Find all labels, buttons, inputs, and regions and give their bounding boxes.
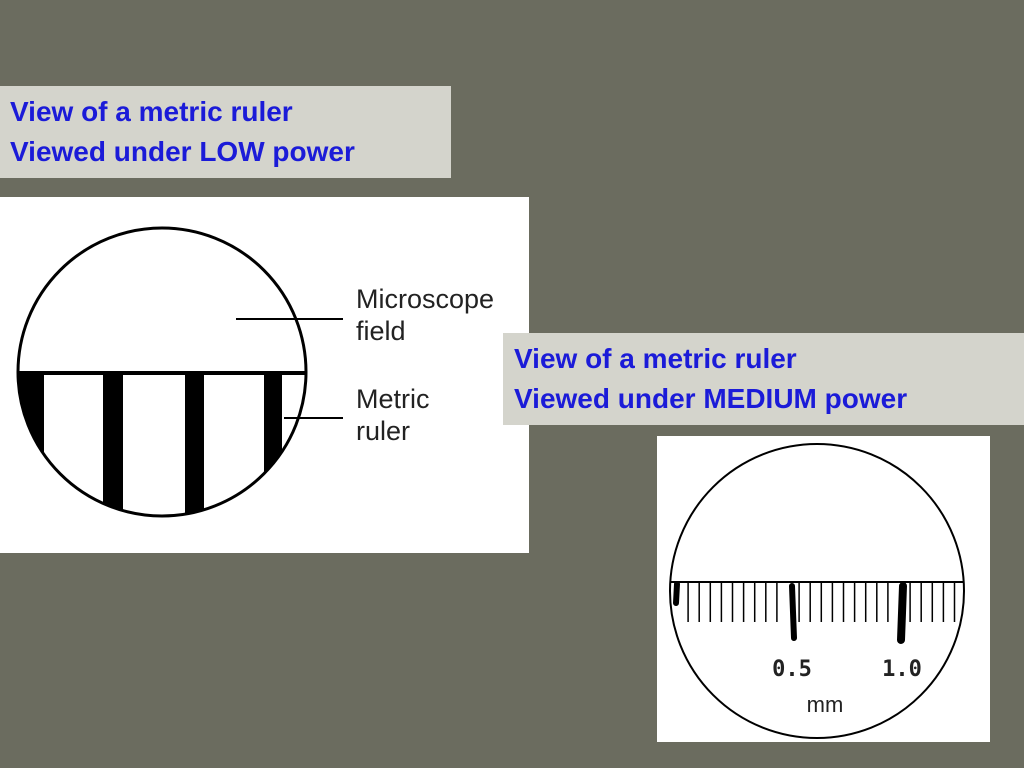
low-power-diagram: Microscope field Metric ruler xyxy=(0,197,529,553)
medium-power-svg: 0.5 1.0 mm xyxy=(669,443,965,739)
medium-power-diagram: 0.5 1.0 mm xyxy=(657,436,990,742)
minor-ticks xyxy=(687,582,956,622)
tick-label-half: 0.5 xyxy=(772,657,812,682)
ruler-mark xyxy=(103,372,123,516)
low-power-svg: Microscope field Metric ruler xyxy=(16,226,494,518)
caption-low-line2: Viewed under LOW power xyxy=(10,136,355,167)
label-metric: Metric xyxy=(356,384,430,414)
ruler-mark xyxy=(185,372,204,516)
label-field: field xyxy=(356,316,406,346)
metric-ruler-medium xyxy=(670,581,964,644)
microscope-field-circle-medium xyxy=(669,443,965,739)
caption-low-power: View of a metric ruler Viewed under LOW … xyxy=(0,86,451,178)
half-mm-mark xyxy=(789,583,797,641)
caption-low-line1: View of a metric ruler xyxy=(10,96,293,127)
unit-label: mm xyxy=(807,692,844,717)
zero-mark xyxy=(673,581,680,606)
caption-medium-line2: Viewed under MEDIUM power xyxy=(514,383,908,414)
label-microscope: Microscope xyxy=(356,284,494,314)
caption-medium-power: View of a metric ruler Viewed under MEDI… xyxy=(503,333,1024,425)
metric-ruler-low xyxy=(18,372,305,516)
caption-medium-line1: View of a metric ruler xyxy=(514,343,797,374)
tick-label-one: 1.0 xyxy=(882,657,922,682)
label-ruler: ruler xyxy=(356,416,410,446)
one-mm-mark xyxy=(897,582,907,644)
microscope-field-circle xyxy=(16,226,308,518)
ruler-mark xyxy=(264,372,282,516)
